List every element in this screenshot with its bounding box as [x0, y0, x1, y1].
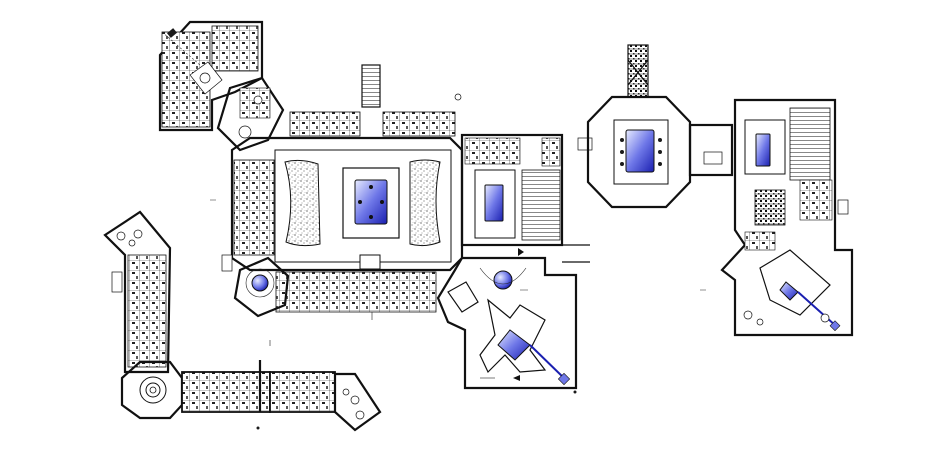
east-link-block [460, 133, 593, 263]
north-arrow-icon [518, 248, 524, 256]
court-fountain [493, 270, 513, 290]
central-block [221, 64, 464, 318]
south-west-wing [103, 210, 382, 432]
pavilion-pool [625, 129, 655, 173]
north-west-wing [158, 20, 285, 152]
annotation-marks [210, 93, 706, 430]
far-east-wing [720, 98, 854, 337]
east-link-pool [484, 184, 504, 222]
lobby-fountain [251, 274, 269, 292]
central-reflecting-pool [354, 179, 388, 225]
south-west-rotunda [139, 376, 167, 404]
octagon-pavilion [586, 44, 734, 209]
east-wing-pool [755, 133, 771, 167]
south-east-court [436, 256, 578, 390]
